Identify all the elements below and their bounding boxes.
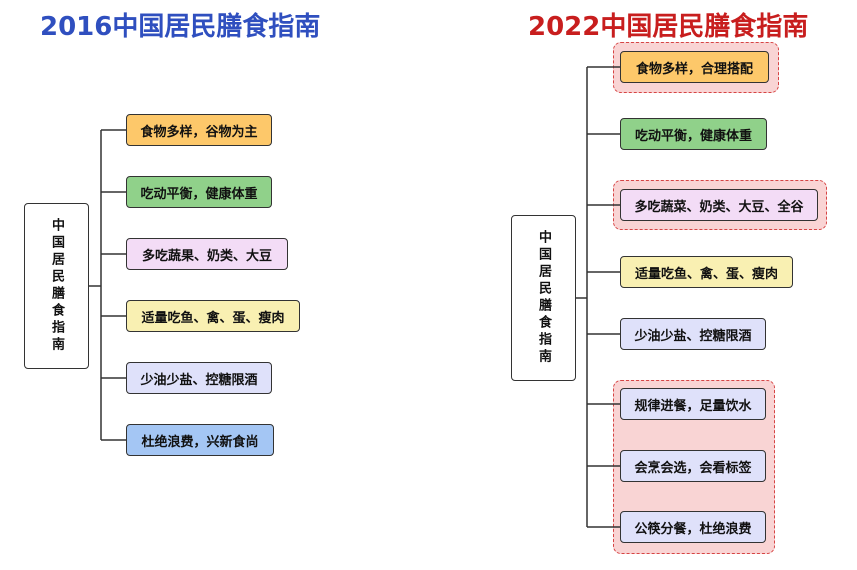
guide-2022-item-1: 食物多样，合理搭配 [620,51,769,83]
guide-2016-item-6: 杜绝浪费，兴新食尚 [126,424,274,456]
guide-2016-item-2: 吃动平衡，健康体重 [126,176,272,208]
guide-2022-item-8: 公筷分餐，杜绝浪费 [620,511,766,543]
guide-2022-item-3: 多吃蔬菜、奶类、大豆、全谷 [620,189,818,221]
root-label-2022: 中国居民膳食指南 [536,230,551,366]
guide-2016-item-3: 多吃蔬果、奶类、大豆 [126,238,288,270]
guide-2016-item-4: 适量吃鱼、禽、蛋、瘦肉 [126,300,300,332]
guide-2022-item-4: 适量吃鱼、禽、蛋、瘦肉 [620,256,793,288]
guide-2022-item-5: 少油少盐、控糖限酒 [620,318,766,350]
guide-2022-item-6: 规律进餐，足量饮水 [620,388,766,420]
title-2016: 2016中国居民膳食指南 [40,12,321,42]
root-node-2022: 中国居民膳食指南 [511,215,576,381]
guide-2022-item-7: 会烹会选，会看标签 [620,450,766,482]
guide-2022-item-2: 吃动平衡，健康体重 [620,118,767,150]
title-2022: 2022中国居民膳食指南 [528,12,809,42]
guide-2016-item-5: 少油少盐、控糖限酒 [126,362,272,394]
root-label-2016: 中国居民膳食指南 [49,218,64,354]
root-node-2016: 中国居民膳食指南 [24,203,89,369]
guide-2016-item-1: 食物多样，谷物为主 [126,114,272,146]
